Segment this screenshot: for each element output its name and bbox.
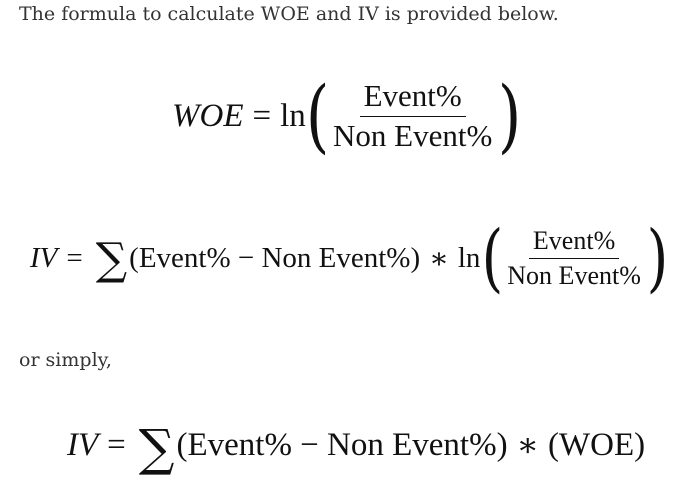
- summation-icon: ∑: [138, 419, 175, 477]
- equals-sign: =: [107, 426, 126, 463]
- woe-fraction: Event% Non Event%: [329, 79, 496, 153]
- iv-fraction: Event% Non Event%: [503, 227, 645, 289]
- intro-paragraph: The formula to calculate WOE and IV is p…: [19, 3, 559, 25]
- ln-function: ln: [280, 97, 306, 134]
- fraction-numerator: Event%: [528, 227, 620, 259]
- multiply-sign: ∗: [429, 242, 449, 275]
- open-paren: (: [305, 69, 330, 162]
- iv-lhs: IV: [67, 426, 99, 463]
- iv-lhs: IV: [30, 241, 58, 274]
- woe-term: (WOE): [548, 426, 646, 463]
- fraction-numerator: Event%: [359, 79, 466, 117]
- ln-function: ln: [457, 241, 481, 274]
- multiply-sign: ∗: [516, 428, 540, 464]
- fraction-denominator: Non Event%: [507, 260, 641, 290]
- simply-paragraph: or simply,: [19, 349, 112, 371]
- open-paren: (: [482, 215, 504, 301]
- difference-term: (Event% − Non Event%): [176, 426, 508, 463]
- woe-lhs: WOE: [172, 97, 244, 134]
- woe-formula: WOE = ln ( Event% Non Event% ): [172, 76, 526, 156]
- summation-icon: ∑: [95, 234, 128, 285]
- close-paren: ): [498, 69, 522, 162]
- difference-term: (Event% − Non Event%): [129, 241, 421, 274]
- equals-sign: =: [66, 241, 83, 274]
- fraction-denominator: Non Event%: [333, 117, 493, 153]
- iv-formula-with-ln: IV = ∑ (Event% − Non Event%) ∗ ln ( Even…: [30, 221, 672, 295]
- iv-formula-with-woe: IV = ∑ (Event% − Non Event%) ∗ (WOE): [67, 419, 646, 477]
- close-paren: ): [646, 215, 669, 301]
- equals-sign: =: [252, 97, 272, 134]
